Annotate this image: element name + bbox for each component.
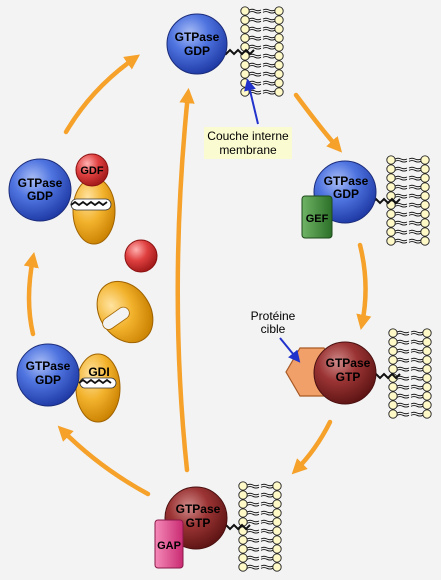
gdp-label: GDP [27,189,53,203]
target-label-line2: cible [261,322,286,336]
gdf-complex: GTPase GDP GDF [8,153,116,245]
gtpase-label: GTPase [324,174,369,188]
gtpase-label: GTPase [326,356,371,370]
cycle-arrows [23,54,372,497]
free-gdi-shape [96,280,154,344]
gap-label: GAP [157,540,181,552]
gdp-label: GDP [184,44,210,58]
top-gtpase-gdp: GTPase GDP [166,7,283,96]
gef-label: GEF [306,213,329,225]
gdp-label: GDP [35,373,61,387]
cycle-arrow-icon [175,87,195,473]
gtp-label: GTP [186,516,211,530]
membrane-callout: Couche interne membrane [204,78,292,159]
gtpase-label: GTPase [176,502,221,516]
lipid-bilayer-icon [239,482,281,571]
anchor-zigzag-icon [221,523,251,531]
membrane-label-line1: Couche interne [207,129,289,143]
gef-complex: GTPase GDP GEF [301,156,429,245]
gdi-complex: GTPase GDP GDI [16,343,121,423]
gdf-label: GDF [80,165,104,177]
cycle-arrow-icon [23,251,39,337]
gdp-label: GDP [333,187,359,201]
cycle-arrow-icon [356,242,372,330]
cycle-arrow-icon [293,92,343,153]
target-complex: GTPase GTP Protéine cible [251,309,432,418]
gtpase-label: GTPase [175,30,220,44]
gdi-label: GDI [88,365,109,379]
gtp-label: GTP [336,370,361,384]
cycle-arrow-icon [63,54,141,135]
cycle-arrow-icon [291,419,333,475]
lipid-bilayer-icon [389,329,431,418]
cycle-arrow-icon [57,425,151,497]
free-factors [96,239,158,344]
membrane-label-line2: membrane [219,143,277,157]
anchor-zigzag-icon [371,197,401,205]
target-label-line1: Protéine [251,309,296,323]
anchor-zigzag-icon [371,372,401,380]
gap-complex: GTPase GTP GAP [154,482,281,571]
gtpase-label: GTPase [26,359,71,373]
anchor-zigzag-icon [78,378,112,385]
gtpase-label: GTPase [18,176,63,190]
anchor-zigzag-icon [70,200,108,207]
free-gdf-shape [124,239,158,273]
